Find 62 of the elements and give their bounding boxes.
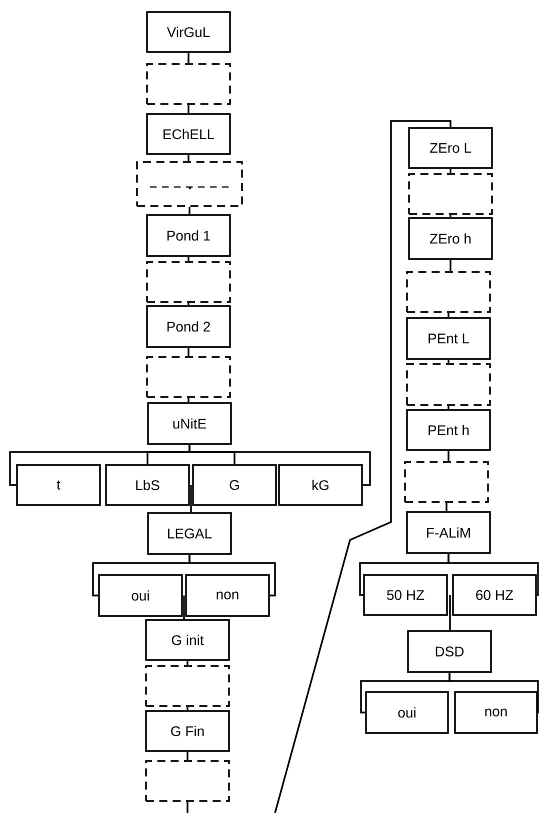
menu-box: VirGuL xyxy=(146,11,231,53)
menu-box: G init xyxy=(145,619,230,661)
connector-line xyxy=(190,485,192,513)
menu-box: kG xyxy=(278,464,363,506)
value-box xyxy=(408,173,493,215)
menu-box: G Fin xyxy=(145,710,230,752)
menu-box: 60 HZ xyxy=(452,574,537,616)
connector-line xyxy=(188,348,190,356)
value-box xyxy=(136,161,243,207)
menu-box: PEnt h xyxy=(406,409,491,451)
menu-box: non xyxy=(454,691,538,734)
menu-box: Pond 2 xyxy=(146,305,231,348)
menu-box: uNitE xyxy=(147,402,232,445)
value-box xyxy=(145,665,230,707)
connector-line xyxy=(186,752,188,760)
connector-line xyxy=(188,398,190,402)
connector-line xyxy=(188,206,190,214)
connector-line xyxy=(450,168,452,174)
connector-line xyxy=(186,660,188,666)
menu-box: F-ALiM xyxy=(406,511,491,554)
connector-line xyxy=(450,260,452,272)
connector-line xyxy=(448,554,539,596)
connector-line xyxy=(188,554,276,596)
connector-line xyxy=(188,256,190,262)
connector-line xyxy=(450,214,452,218)
connector-line xyxy=(448,450,450,462)
menu-box: LEGAL xyxy=(147,512,232,555)
connector-line xyxy=(449,595,451,631)
menu-box: LbS xyxy=(105,464,190,506)
value-box xyxy=(146,63,231,105)
menu-box: 50 HZ xyxy=(363,574,448,616)
value-box xyxy=(146,261,231,303)
connector-line xyxy=(274,120,452,813)
menu-box: EChELL xyxy=(146,113,231,155)
value-box xyxy=(146,356,231,398)
menu-box: DSD xyxy=(407,630,492,673)
menu-box: t xyxy=(16,464,101,506)
menu-box: ZEro L xyxy=(408,127,493,169)
connector-line xyxy=(188,154,190,162)
connector-line xyxy=(183,596,185,620)
menu-box: ZEro h xyxy=(408,217,493,260)
value-box xyxy=(406,271,491,313)
menu-box: oui xyxy=(365,691,449,734)
menu-box: Pond 1 xyxy=(146,214,231,257)
menu-box: oui xyxy=(98,574,183,617)
value-box xyxy=(406,363,491,406)
connector-line xyxy=(186,706,188,710)
connector-line xyxy=(448,406,450,410)
menu-box: PEnt L xyxy=(406,317,491,360)
connector-line xyxy=(448,672,539,714)
connector-line xyxy=(188,302,190,306)
value-box xyxy=(404,461,489,503)
menu-box: G xyxy=(192,464,277,506)
connector-line xyxy=(188,52,190,64)
connector-line xyxy=(186,802,188,813)
connector-line xyxy=(448,360,450,364)
connector-line xyxy=(448,312,450,318)
connector-line xyxy=(188,444,371,486)
connector-line xyxy=(188,104,190,114)
menu-box: non xyxy=(185,574,270,617)
connector-line xyxy=(446,502,448,512)
value-box xyxy=(145,760,230,802)
